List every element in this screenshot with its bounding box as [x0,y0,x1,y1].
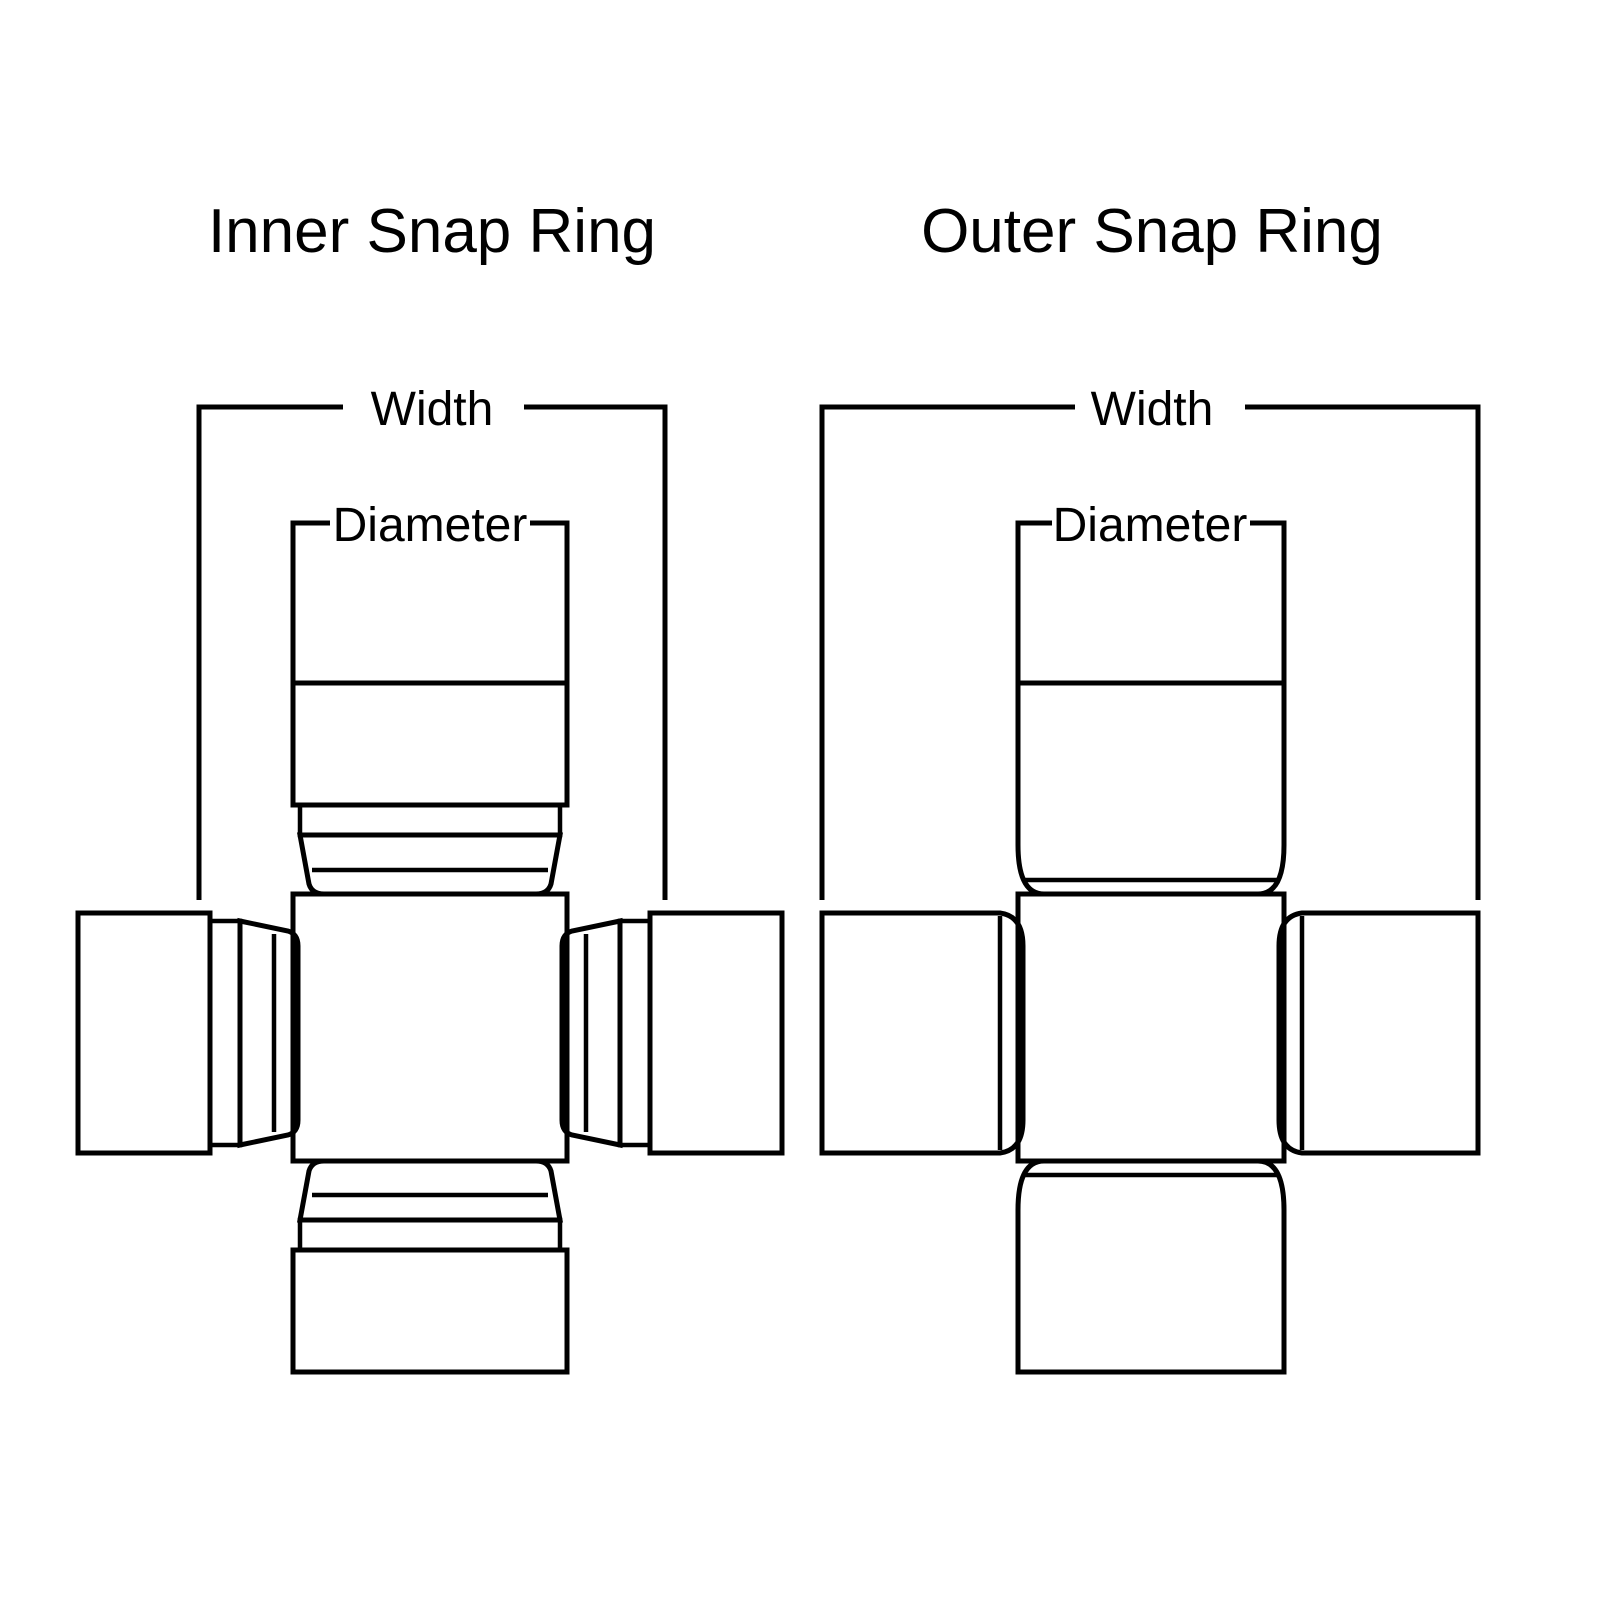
cap-bottom-body-outer [1015,1158,1287,1375]
cap-right-snapring-band-inner [617,918,653,1148]
diameter-dimension-inner: Diameter [290,499,570,683]
width-bracket-left-outer [819,404,1075,900]
bearing-cap-right-outer [1276,910,1481,1156]
diameter-bracket-right-outer [1250,520,1287,683]
diameter-bracket-left-inner [290,520,330,683]
bearing-cap-left-inner [75,910,301,1156]
cap-right-flare-inner [559,917,623,1149]
bearing-cap-right-inner [559,910,785,1156]
panel-outer-snap-ring: Outer Snap Ring Width Diameter [819,197,1481,1375]
cap-left-flare-inner [237,917,301,1149]
panel-title-outer: Outer Snap Ring [921,197,1383,266]
bearing-cap-bottom-outer [1015,1158,1287,1375]
panel-title-inner: Inner Snap Ring [208,197,656,266]
cap-left-body-inner [75,910,213,1156]
width-bracket-right-outer [1245,404,1481,900]
bearing-cap-top-inner [290,680,570,897]
cross-center-block-outer [1015,891,1287,1164]
width-bracket-left-inner [196,404,343,900]
cap-bottom-snapring-band-inner [297,1217,563,1253]
width-dimension-outer: Width [819,383,1481,900]
width-label-inner: Width [371,383,494,436]
cap-top-snapring-band-inner [297,802,563,838]
bearing-cap-left-outer [819,910,1026,1156]
cap-top-body-outer [1015,680,1287,897]
cap-left-body-outer [819,910,1026,1156]
diameter-label-inner: Diameter [333,499,528,552]
cap-top-body-inner [290,680,570,808]
cross-center-block-inner [290,891,570,1164]
cap-bottom-body-inner [290,1247,570,1375]
cap-right-body-outer [1276,910,1481,1156]
width-dimension-inner: Width [196,383,668,900]
cap-left-snapring-band-inner [207,918,243,1148]
cap-top-flare-inner [296,832,564,897]
diameter-bracket-right-inner [530,520,570,683]
diameter-dimension-outer: Diameter [1015,499,1287,683]
panel-inner-snap-ring: Inner Snap Ring Width Diameter [75,197,785,1375]
diameter-bracket-left-outer [1015,520,1052,683]
bearing-cap-top-outer [1015,680,1287,897]
width-label-outer: Width [1091,383,1214,436]
diameter-label-outer: Diameter [1053,499,1248,552]
bearing-cap-bottom-inner [290,1158,570,1375]
cap-bottom-flare-inner [296,1158,564,1223]
cap-right-body-inner [647,910,785,1156]
width-bracket-right-inner [524,404,668,900]
